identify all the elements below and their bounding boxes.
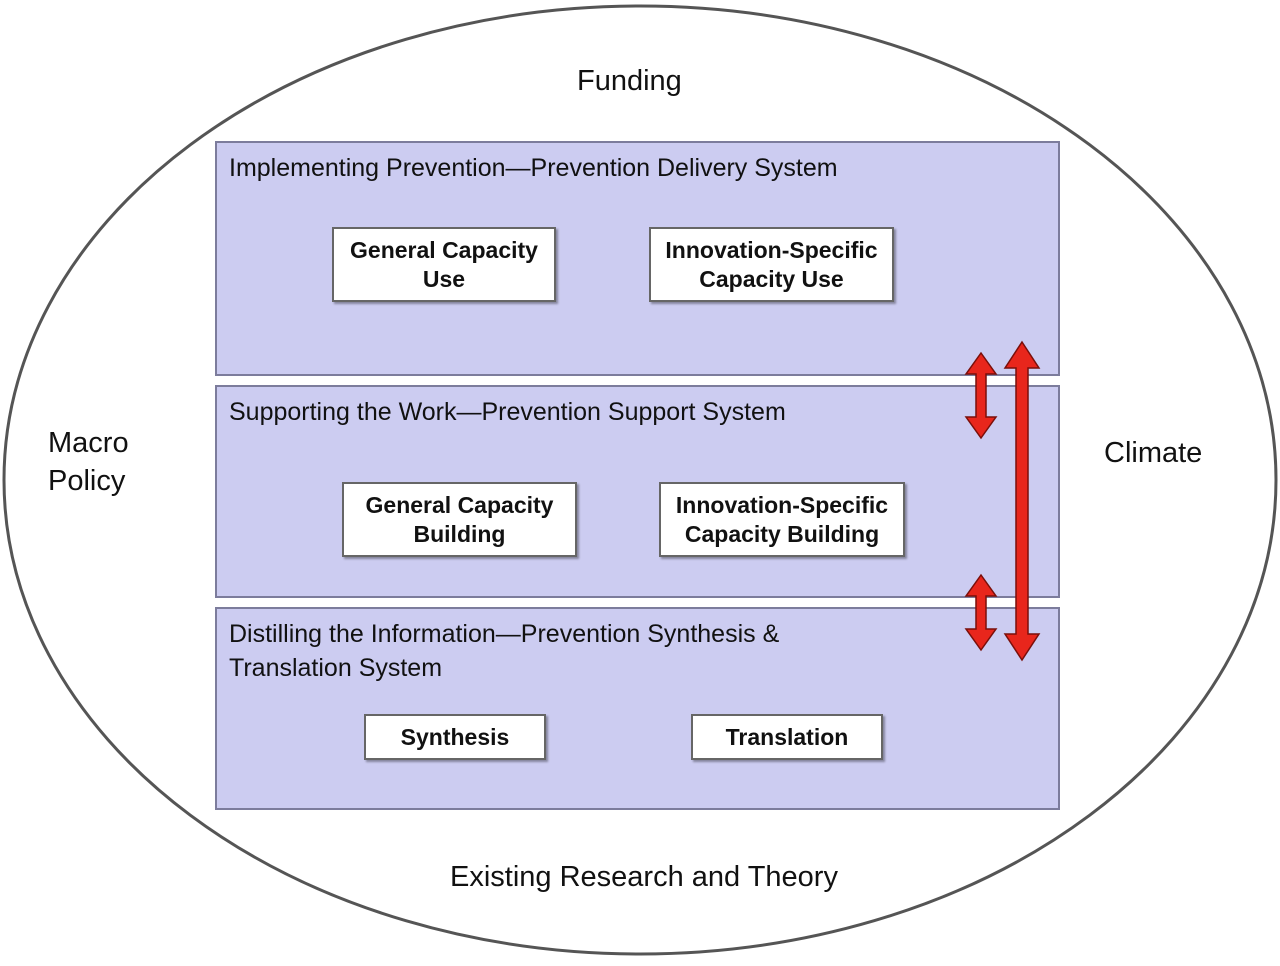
double-arrow-delivery-support-icon xyxy=(964,351,998,440)
panel-title-delivery-line-1: Implementing Prevention—Prevention Deliv… xyxy=(229,154,838,182)
box-innovation-specific-capacity-building-line-1: Innovation-Specific xyxy=(675,491,889,518)
box-general-capacity-building: General Capacity Building xyxy=(342,482,577,557)
panel-title-synthesis-translation-line-2: Translation System xyxy=(229,654,443,682)
context-label-macro-policy-line-1: Macro xyxy=(48,427,129,459)
double-arrow-support-synthesis-icon xyxy=(964,573,998,652)
panel-prevention-delivery-system: Implementing Prevention—Prevention Deliv… xyxy=(215,141,1060,376)
box-general-capacity-use-line-1: General Capacity xyxy=(350,236,538,263)
panel-title-synthesis-translation-line-1: Distilling the Information—Prevention Sy… xyxy=(229,620,780,648)
box-translation-label: Translation xyxy=(725,723,849,750)
box-innovation-specific-capacity-use-line-1: Innovation-Specific xyxy=(665,236,878,263)
box-synthesis: Synthesis xyxy=(364,714,546,760)
box-general-capacity-building-line-1: General Capacity xyxy=(365,491,554,518)
context-label-existing-research: Existing Research and Theory xyxy=(450,861,838,893)
panel-title-delivery: Implementing Prevention—Prevention Deliv… xyxy=(229,151,838,185)
panel-title-synthesis-translation: Distilling the Information—Prevention Sy… xyxy=(229,617,779,685)
box-translation: Translation xyxy=(691,714,883,760)
panel-title-support-line-1: Supporting the Work—Prevention Support S… xyxy=(229,398,786,426)
panel-prevention-support-system: Supporting the Work—Prevention Support S… xyxy=(215,385,1060,598)
context-label-macro-policy-line-2: Policy xyxy=(48,465,126,497)
context-label-climate: Climate xyxy=(1104,437,1203,469)
panel-prevention-synthesis-translation-system: Distilling the Information—Prevention Sy… xyxy=(215,607,1060,810)
box-innovation-specific-capacity-building: Innovation-Specific Capacity Building xyxy=(659,482,905,557)
box-innovation-specific-capacity-building-line-2: Capacity Building xyxy=(684,520,880,547)
box-innovation-specific-capacity-use-line-2: Capacity Use xyxy=(699,265,844,292)
box-synthesis-label: Synthesis xyxy=(400,723,510,750)
box-innovation-specific-capacity-use: Innovation-Specific Capacity Use xyxy=(649,227,894,302)
box-general-capacity-use-line-2: Use xyxy=(422,265,466,292)
double-arrow-delivery-synthesis-icon xyxy=(1003,340,1041,662)
box-general-capacity-use: General Capacity Use xyxy=(332,227,556,302)
box-general-capacity-building-line-2: Building xyxy=(413,520,506,547)
context-label-macro-policy: Macro Policy xyxy=(48,424,129,500)
panel-title-support: Supporting the Work—Prevention Support S… xyxy=(229,395,786,429)
context-label-funding: Funding xyxy=(577,65,682,97)
